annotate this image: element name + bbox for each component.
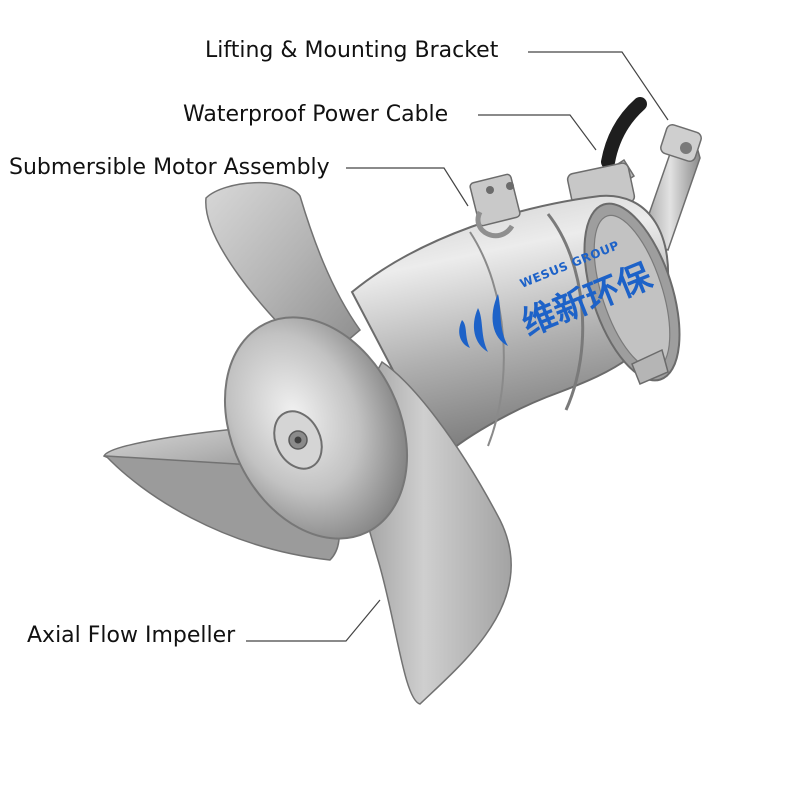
leader-line-impeller — [246, 599, 381, 642]
motor-housing — [350, 194, 681, 462]
callout-axial-flow-impeller: Axial Flow Impeller — [27, 623, 236, 648]
leader-lines — [246, 51, 669, 642]
callout-submersible-motor-assembly: Submersible Motor Assembly — [9, 155, 330, 180]
callout-lifting-mounting-bracket: Lifting & Mounting Bracket — [205, 38, 499, 63]
impeller — [102, 181, 512, 705]
callout-waterproof-power-cable: Waterproof Power Cable — [183, 102, 449, 127]
leader-line-bracket — [528, 51, 669, 121]
leader-line-motor — [346, 167, 469, 207]
wave-strokes-logo-icon — [459, 294, 508, 352]
lifting-shackle — [469, 173, 521, 239]
leader-line-cable — [478, 114, 597, 151]
